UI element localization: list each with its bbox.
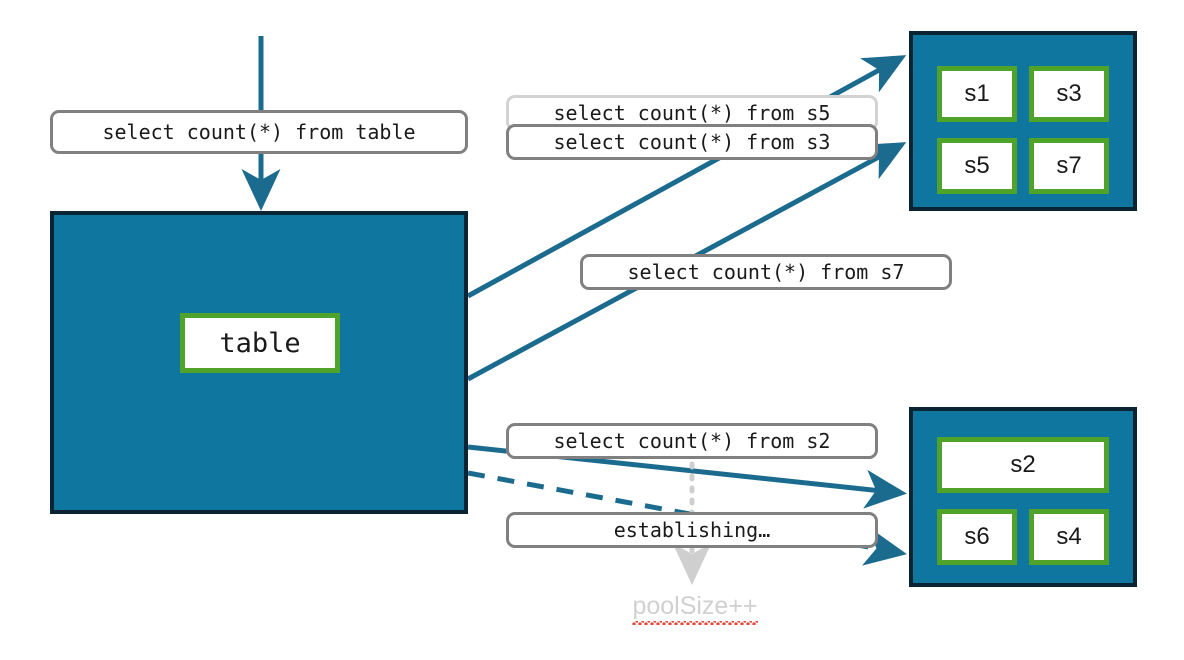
node-table[interactable]: table xyxy=(180,313,340,373)
node-s5[interactable]: s5 xyxy=(937,138,1017,194)
node-s6[interactable]: s6 xyxy=(937,509,1017,565)
label-query-s7[interactable]: select count(*) from s7 xyxy=(580,254,952,290)
poolsize-label: poolSize++ xyxy=(632,592,758,620)
node-s4[interactable]: s4 xyxy=(1029,509,1109,565)
label-query-table[interactable]: select count(*) from table xyxy=(50,110,468,154)
node-s3[interactable]: s3 xyxy=(1029,66,1109,122)
label-query-s3[interactable]: select count(*) from s3 xyxy=(506,124,878,160)
node-s2[interactable]: s2 xyxy=(937,437,1109,493)
poolsize-text: poolSize++ xyxy=(580,592,810,621)
label-establishing[interactable]: establishing… xyxy=(506,512,878,548)
node-s7[interactable]: s7 xyxy=(1029,138,1109,194)
node-s1[interactable]: s1 xyxy=(937,66,1017,122)
label-query-s2[interactable]: select count(*) from s2 xyxy=(506,423,878,459)
